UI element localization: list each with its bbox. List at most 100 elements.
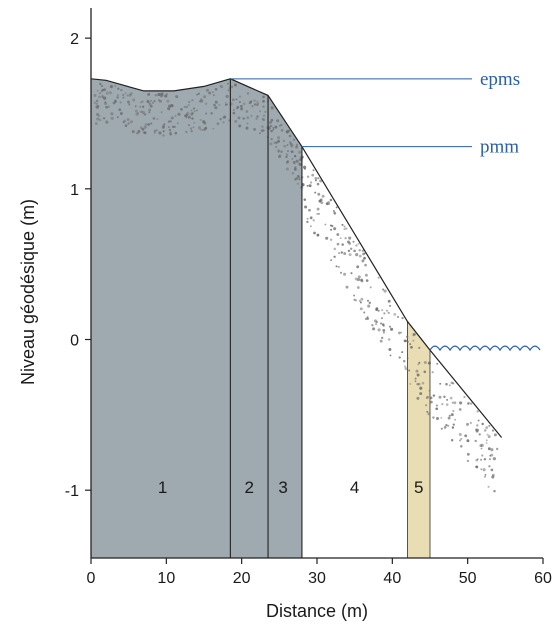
sediment-dot [213,94,215,97]
sediment-dot [238,124,242,128]
sediment-dot [423,370,427,374]
sediment-dot [333,227,337,231]
sediment-dot [309,181,313,184]
sediment-dot [261,125,264,128]
sediment-dot [381,317,383,320]
sediment-dot [190,109,193,112]
sediment-dot [375,323,377,326]
sediment-dot [343,252,347,256]
sediment-dot [390,327,394,331]
sediment-dot [332,210,335,213]
sediment-dot [235,98,238,101]
sediment-dot [196,93,199,96]
sediment-dot [364,263,367,267]
sediment-dot [343,272,347,276]
sediment-dot [345,227,348,230]
sediment-dot [95,99,99,103]
annotation-label-epms: epms [480,69,520,90]
sediment-dot [295,145,298,148]
sediment-dot [246,92,250,95]
sediment-dot [99,82,102,86]
sediment-dot [460,445,463,448]
sediment-dot [153,99,156,103]
sediment-dot [136,112,140,115]
sediment-dot [417,363,420,366]
sediment-dot [197,126,201,129]
sediment-dot [93,101,97,105]
sediment-dot [96,89,99,92]
sediment-dot [122,94,125,96]
sediment-dot [357,242,360,245]
sediment-dot [116,116,119,119]
sediment-dot [270,129,273,133]
sediment-dot [385,309,388,312]
sediment-dot [379,339,383,343]
sediment-dot [175,95,179,99]
sediment-dot [101,85,103,87]
sediment-dot [184,114,188,118]
sediment-dot [453,401,457,405]
sediment-dot [293,154,297,158]
sediment-dot [190,130,193,133]
sediment-dot [203,95,207,99]
sediment-dot [401,316,404,320]
sediment-dot [438,395,442,399]
sediment-dot [398,356,401,359]
sediment-dot [358,249,361,252]
sediment-dot [428,389,431,392]
sediment-dot [383,289,387,293]
sediment-dot [447,424,450,427]
sediment-dot [314,176,318,180]
sediment-dot [445,382,448,386]
sediment-dot [147,123,151,126]
sediment-dot [144,123,148,127]
sediment-dot [114,99,117,102]
sediment-dot [339,271,343,274]
sediment-dot [372,327,376,331]
sediment-dot [306,184,309,187]
sediment-dot [131,130,135,134]
sediment-dot [358,299,361,302]
x-tick-label: 50 [459,570,477,587]
sediment-dot [180,108,183,111]
sediment-dot [205,112,208,115]
sediment-dot [362,252,365,256]
sediment-dot [245,126,249,130]
sediment-dot [258,110,262,113]
sediment-dot [298,178,301,181]
sediment-dot [435,407,439,411]
sediment-dot [412,339,415,342]
sediment-dot [242,102,246,105]
sediment-dot [388,348,392,351]
sediment-dot [218,103,221,106]
sediment-dot [240,107,244,111]
sediment-dot [490,453,494,457]
sediment-dot [348,241,352,245]
sediment-dot [445,424,448,427]
sediment-dot [98,118,102,122]
sediment-dot [162,124,166,128]
sediment-dot [485,442,488,444]
sediment-dot [416,396,420,400]
sediment-dot [432,394,436,397]
sediment-dot [158,131,162,135]
sediment-dot [234,119,238,123]
sediment-dot [409,382,412,385]
y-axis-title: Niveau géodésique (m) [18,199,38,385]
sediment-dot [460,437,463,440]
sediment-dot [311,173,315,177]
sediment-dot [393,313,397,316]
sediment-dot [306,217,309,220]
sediment-dot [452,423,455,426]
sediment-dot [199,118,202,121]
sediment-dot [349,247,353,251]
sediment-dot [448,414,451,417]
sediment-dot [110,116,114,120]
sediment-dot [122,121,125,124]
sediment-dot [287,150,289,153]
sediment-dot [359,307,363,311]
sediment-dot [286,160,290,163]
sediment-dot [496,447,499,451]
sediment-dot [148,111,151,114]
